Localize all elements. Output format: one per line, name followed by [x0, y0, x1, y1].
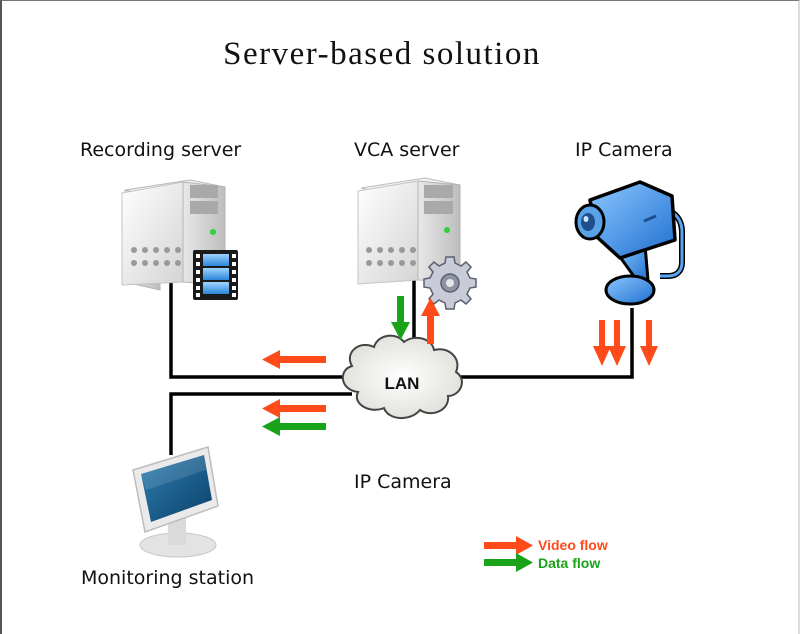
film-strip-icon	[193, 250, 238, 300]
video-flow-arrow-camera-1	[593, 320, 611, 366]
data-flow-arrow-vca-down	[391, 296, 410, 340]
monitor-icon	[132, 446, 219, 558]
video-flow-arrow-camera-2	[608, 320, 626, 366]
data-flow-arrow-to-monitoring	[262, 417, 326, 436]
legend-item-video: Video flow	[484, 536, 608, 555]
monitoring-station-label: Monitoring station	[81, 567, 255, 589]
vca-server-label: VCA server	[354, 139, 460, 161]
network-links	[169, 280, 634, 455]
legend-data-label: Data flow	[538, 555, 600, 571]
lan-cloud-icon: LAN	[342, 334, 463, 419]
legend-item-data: Data flow	[484, 553, 600, 572]
recording-server-label: Recording server	[80, 139, 242, 161]
link-recording-lan	[169, 280, 350, 379]
legend: Video flow Data flow	[484, 536, 608, 572]
ip-camera-icon	[574, 180, 685, 306]
link-camera-lan	[460, 308, 634, 379]
ip-camera-label: IP Camera	[575, 139, 673, 161]
flow-arrows	[262, 296, 658, 436]
center-ip-camera-label: IP Camera	[354, 471, 452, 493]
video-flow-arrow-camera-3	[640, 320, 658, 366]
lan-label: LAN	[385, 374, 420, 393]
video-flow-legend-arrow	[484, 542, 518, 549]
vca-server-icon	[357, 177, 461, 285]
gear-icon	[423, 256, 477, 310]
diagram-title: Server-based solution	[223, 36, 541, 72]
data-flow-legend-arrow	[484, 559, 518, 566]
video-flow-arrow-to-monitoring	[262, 399, 326, 418]
link-monitoring-lan	[169, 392, 352, 455]
video-flow-arrow-vca-up	[421, 298, 440, 344]
legend-video-label: Video flow	[538, 537, 608, 553]
video-flow-arrow-to-recording	[262, 350, 326, 369]
